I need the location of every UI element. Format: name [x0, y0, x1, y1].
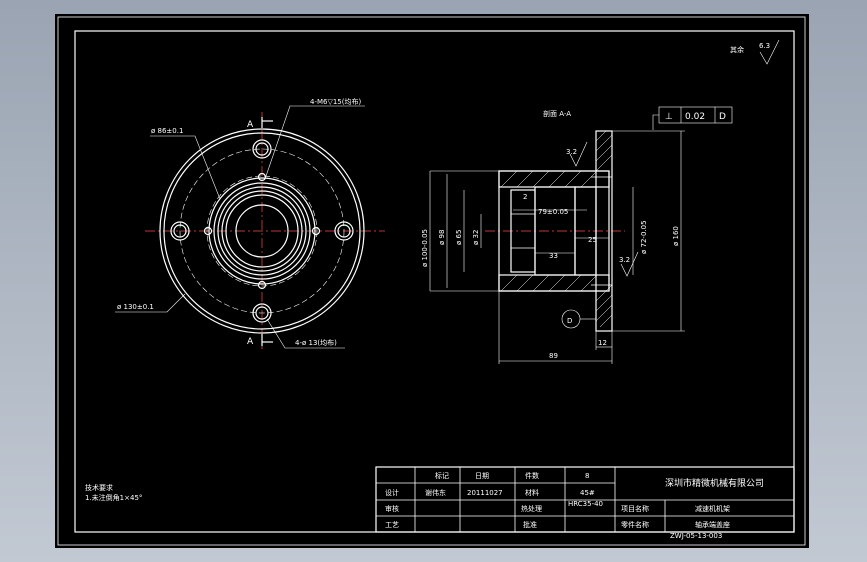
corner-roughness-symbol [759, 39, 780, 65]
outer-border [57, 16, 806, 546]
dim-25: 25 [588, 236, 597, 244]
r-process: 工艺 [385, 521, 399, 529]
label-bore-dia: ø 86±0.1 [151, 127, 183, 135]
leader-outer-dia [115, 293, 186, 313]
c-project: 项目名称 [621, 504, 649, 513]
leader-through-holes [266, 318, 345, 349]
bolt-circle [179, 148, 345, 314]
hardness: HRC35-40 [568, 500, 603, 508]
designer: 谢伟东 [425, 488, 446, 497]
dim-98: ø 98 [438, 230, 446, 245]
h-count: 件数 [525, 471, 539, 480]
tapped-hole-circle [206, 175, 318, 287]
through-hole-bottom [252, 303, 272, 323]
roughness-right: 3.2 [619, 256, 630, 264]
body-top-wall [498, 170, 610, 188]
flatness-frame [658, 106, 733, 124]
dim-33: 33 [549, 252, 558, 260]
company: 深圳市精微机械有限公司 [665, 477, 764, 489]
through-hole-left [170, 221, 190, 241]
flatness-value: 0.02 [685, 112, 705, 122]
boss-ring-1 [217, 186, 307, 276]
flatness-datum: D [719, 112, 726, 122]
outer-chamfer-circle [163, 132, 361, 330]
dim-79: 79±0.05 [538, 208, 568, 216]
roughness-symbol-top [569, 141, 588, 167]
notes-line-1: 1.未注倒角1×45° [85, 493, 142, 502]
h-biaoji: 标记 [435, 471, 449, 480]
corner-roughness: 6.3 [759, 42, 770, 50]
through-hole-top-inner [255, 142, 269, 156]
flatness-leader [652, 114, 659, 130]
leader-tapped-holes [264, 105, 365, 180]
tapped-hole-bottom [257, 280, 267, 290]
part-name: 轴承端盖座 [695, 520, 730, 529]
technical-notes: 技术要求 1.未注倒角1×45° [85, 483, 142, 502]
h-date: 日期 [475, 472, 489, 480]
body-hatch [500, 170, 598, 292]
title-block-frame [375, 466, 795, 533]
through-hole-top [252, 139, 272, 159]
project: 减速机机架 [695, 504, 730, 513]
title-block: 标记 日期 件数 8 深圳市精微机械有限公司 设计 谢伟东 20111027 材… [375, 466, 795, 540]
section-title: 剖面 A-A [543, 109, 571, 118]
through-hole-right [334, 221, 354, 241]
corner-label: 其余 [730, 45, 744, 54]
material: 45# [580, 489, 595, 497]
flange-hatch [595, 130, 613, 328]
section-mark-bottom: A [247, 337, 254, 347]
body-bottom-wall [498, 274, 610, 292]
tapped-hole-left [203, 226, 213, 236]
flatness-symbol: ⊥ [665, 112, 673, 122]
dim-2: 2 [523, 193, 527, 201]
center-bore [235, 204, 289, 258]
through-hole-right-inner [337, 224, 351, 238]
boss-ring-2 [221, 190, 303, 272]
notes-title: 技术要求 [85, 483, 113, 492]
bore-step-3 [574, 186, 597, 276]
roughness-symbol-right [620, 251, 639, 277]
through-hole-left-inner [173, 224, 187, 238]
dim-72: ø 72-0.05 [640, 220, 648, 254]
label-outer-dia: ø 130±0.1 [117, 303, 154, 311]
date: 20111027 [467, 489, 503, 497]
section-view: 剖面 A-A [421, 106, 733, 364]
front-view: A A 4-M6▽15(均布) ø 86±0.1 ø 130±0.1 4-ø 1… [115, 97, 385, 349]
roughness-top: 3.2 [566, 148, 577, 156]
boss-ring-3 [225, 194, 299, 268]
section-mark-top: A [247, 120, 254, 130]
dim-89: 89 [549, 352, 558, 360]
boss-outer [213, 182, 311, 280]
r-check: 审核 [385, 504, 399, 513]
c-part-name: 零件名称 [621, 520, 649, 529]
r-design: 设计 [385, 488, 399, 497]
dim-160: ø 160 [672, 226, 680, 246]
through-hole-bottom-inner [255, 306, 269, 320]
dim-12: 12 [598, 339, 607, 347]
engineering-drawing: A A 4-M6▽15(均布) ø 86±0.1 ø 130±0.1 4-ø 1… [57, 16, 806, 546]
count: 8 [585, 472, 589, 480]
leader-bore-dia [150, 135, 221, 200]
part-no: ZWJ-05-13-003 [670, 532, 722, 540]
dim-100: ø 100-0.05 [421, 229, 429, 267]
c-hardness: 热处理 [521, 504, 542, 513]
inner-border [74, 30, 795, 533]
r-approve: 批准 [523, 520, 537, 529]
datum-label: D [567, 317, 572, 325]
corner-roughness: 其余 6.3 [730, 39, 780, 65]
label-tapped-holes: 4-M6▽15(均布) [310, 97, 361, 106]
label-through-holes: 4-ø 13(均布) [295, 338, 337, 347]
dim-32: ø 32 [472, 230, 480, 245]
drawing-sheet: A A 4-M6▽15(均布) ø 86±0.1 ø 130±0.1 4-ø 1… [55, 14, 809, 548]
outer-circle [159, 128, 365, 334]
tapped-hole-right [311, 226, 321, 236]
bore-circle [208, 177, 316, 285]
c-material: 材料 [525, 488, 539, 497]
dim-65: ø 65 [455, 230, 463, 245]
